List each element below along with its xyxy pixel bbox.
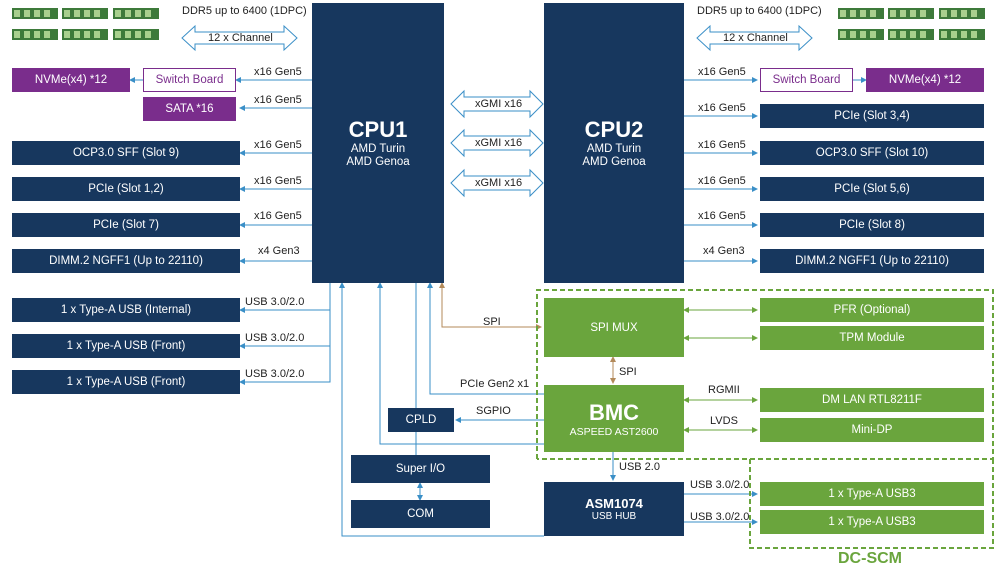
pcie-gen2-label: PCIe Gen2 x1 <box>460 378 530 390</box>
ddr5-label-right: DDR5 up to 6400 (1DPC) <box>697 5 822 17</box>
xgmi-label-2: xGMI x16 <box>475 137 523 149</box>
cpu2-title: CPU2 <box>584 117 644 142</box>
link-label: x16 Gen5 <box>254 175 302 187</box>
minidp-block: Mini-DP <box>760 418 984 442</box>
pcie-slot56: PCIe (Slot 5,6) <box>760 177 984 201</box>
link-label: x4 Gen3 <box>703 245 745 257</box>
usb-front-1: 1 x Type-A USB (Front) <box>12 334 240 358</box>
pcie-slot8: PCIe (Slot 8) <box>760 213 984 237</box>
sgpio-label: SGPIO <box>476 405 511 417</box>
link-label: x4 Gen3 <box>258 245 300 257</box>
nvme-left: NVMe(x4) *12 <box>12 68 130 92</box>
usb3-block-2: 1 x Type-A USB3 <box>760 510 984 534</box>
dimm2-left: DIMM.2 NGFF1 (Up to 22110) <box>12 249 240 273</box>
lvds-label: LVDS <box>710 415 738 427</box>
ocp-slot9: OCP3.0 SFF (Slot 9) <box>12 141 240 165</box>
link-label: x16 Gen5 <box>698 66 746 78</box>
pcie-slot12: PCIe (Slot 1,2) <box>12 177 240 201</box>
pcie-slot7: PCIe (Slot 7) <box>12 213 240 237</box>
link-label: x16 Gen5 <box>698 210 746 222</box>
pfr-block: PFR (Optional) <box>760 298 984 322</box>
ocp-slot10: OCP3.0 SFF (Slot 10) <box>760 141 984 165</box>
cpu1-line1: AMD Turin <box>350 143 406 155</box>
com-block: COM <box>351 500 490 528</box>
cpu2-line2: AMD Genoa <box>582 156 646 168</box>
usb-link-label: USB 3.0/2.0 <box>245 368 305 380</box>
channel-label-left: 12 x Channel <box>208 32 273 44</box>
cpld-block: CPLD <box>388 408 454 432</box>
link-label: x16 Gen5 <box>254 210 302 222</box>
dimm2-right: DIMM.2 NGFF1 (Up to 22110) <box>760 249 984 273</box>
asm1074-block: ASM1074 USB HUB <box>544 482 684 536</box>
nvme-right: NVMe(x4) *12 <box>866 68 984 92</box>
bmc-subtitle: ASPEED AST2600 <box>569 425 659 438</box>
switch-board-left: Switch Board <box>143 68 236 92</box>
cpu2-line1: AMD Turin <box>586 143 642 155</box>
link-label: x16 Gen5 <box>698 175 746 187</box>
cpu1-title: CPU1 <box>348 117 408 142</box>
switch-board-right: Switch Board <box>760 68 853 92</box>
superio-block: Super I/O <box>351 455 490 483</box>
rgmii-label: RGMII <box>708 384 740 396</box>
xgmi-label-1: xGMI x16 <box>475 98 523 110</box>
asm-subtitle: USB HUB <box>591 511 637 522</box>
dimm-icons-left <box>12 8 159 40</box>
ddr5-label-left: DDR5 up to 6400 (1DPC) <box>182 5 307 17</box>
tpm-block: TPM Module <box>760 326 984 350</box>
sata-block: SATA *16 <box>143 97 236 121</box>
spi-mux: SPI MUX <box>544 298 684 357</box>
cpu2-block: CPU2 AMD Turin AMD Genoa <box>544 3 684 283</box>
lan-block: DM LAN RTL8211F <box>760 388 984 412</box>
usb3-block-1: 1 x Type-A USB3 <box>760 482 984 506</box>
usb-front-2: 1 x Type-A USB (Front) <box>12 370 240 394</box>
link-label: x16 Gen5 <box>254 94 302 106</box>
dimm-icons-right <box>838 8 985 40</box>
usb-link-label: USB 3.0/2.0 <box>690 511 750 523</box>
usb20-label: USB 2.0 <box>619 461 660 473</box>
usb-link-label: USB 3.0/2.0 <box>690 479 750 491</box>
spi-label-2: SPI <box>619 366 637 378</box>
cpu1-block: CPU1 AMD Turin AMD Genoa <box>312 3 444 283</box>
usb-link-label: USB 3.0/2.0 <box>245 332 305 344</box>
xgmi-label-3: xGMI x16 <box>475 177 523 189</box>
usb-link-label: USB 3.0/2.0 <box>245 296 305 308</box>
channel-label-right: 12 x Channel <box>723 32 788 44</box>
asm-title: ASM1074 <box>585 496 643 511</box>
link-label: x16 Gen5 <box>698 102 746 114</box>
pcie-slot34: PCIe (Slot 3,4) <box>760 104 984 128</box>
spi-label: SPI <box>483 316 501 328</box>
bmc-title: BMC <box>588 399 640 425</box>
link-label: x16 Gen5 <box>254 139 302 151</box>
dcscm-label: DC-SCM <box>838 550 902 567</box>
link-label: x16 Gen5 <box>254 66 302 78</box>
link-label: x16 Gen5 <box>698 139 746 151</box>
bmc-block: BMC ASPEED AST2600 <box>544 385 684 452</box>
cpu1-line2: AMD Genoa <box>346 156 410 168</box>
usb-internal: 1 x Type-A USB (Internal) <box>12 298 240 322</box>
